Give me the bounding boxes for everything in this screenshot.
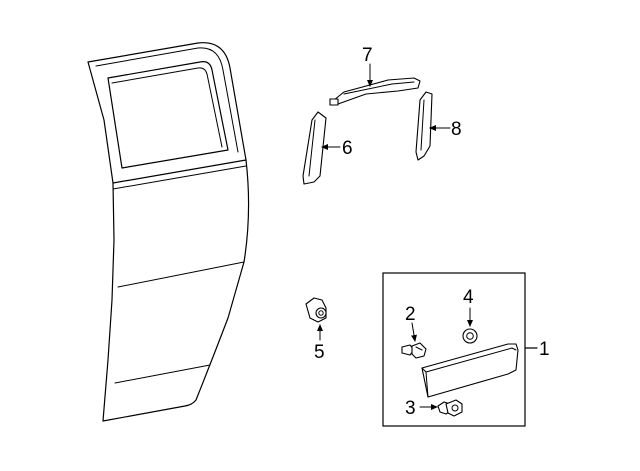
pillar-moulding-front — [302, 111, 327, 185]
callout-2: 2 — [405, 304, 416, 325]
callout-1: 1 — [539, 339, 550, 360]
callout-7: 7 — [362, 45, 373, 66]
callout-6: 6 — [342, 138, 353, 159]
frame-moulding-upper — [329, 77, 421, 106]
body-side-moulding — [421, 343, 519, 398]
callout-8: 8 — [451, 119, 462, 140]
callout-3: 3 — [405, 398, 416, 419]
pillar-moulding-rear — [415, 91, 433, 161]
callout-5: 5 — [314, 342, 325, 363]
moulding-clip — [305, 297, 327, 323]
rear-door — [87, 42, 250, 422]
stud-bolt — [401, 342, 427, 359]
moulding-screw — [437, 399, 463, 417]
callout-4: 4 — [463, 287, 474, 308]
moulding-nut — [462, 328, 478, 344]
callout-2-leader — [411, 322, 417, 342]
